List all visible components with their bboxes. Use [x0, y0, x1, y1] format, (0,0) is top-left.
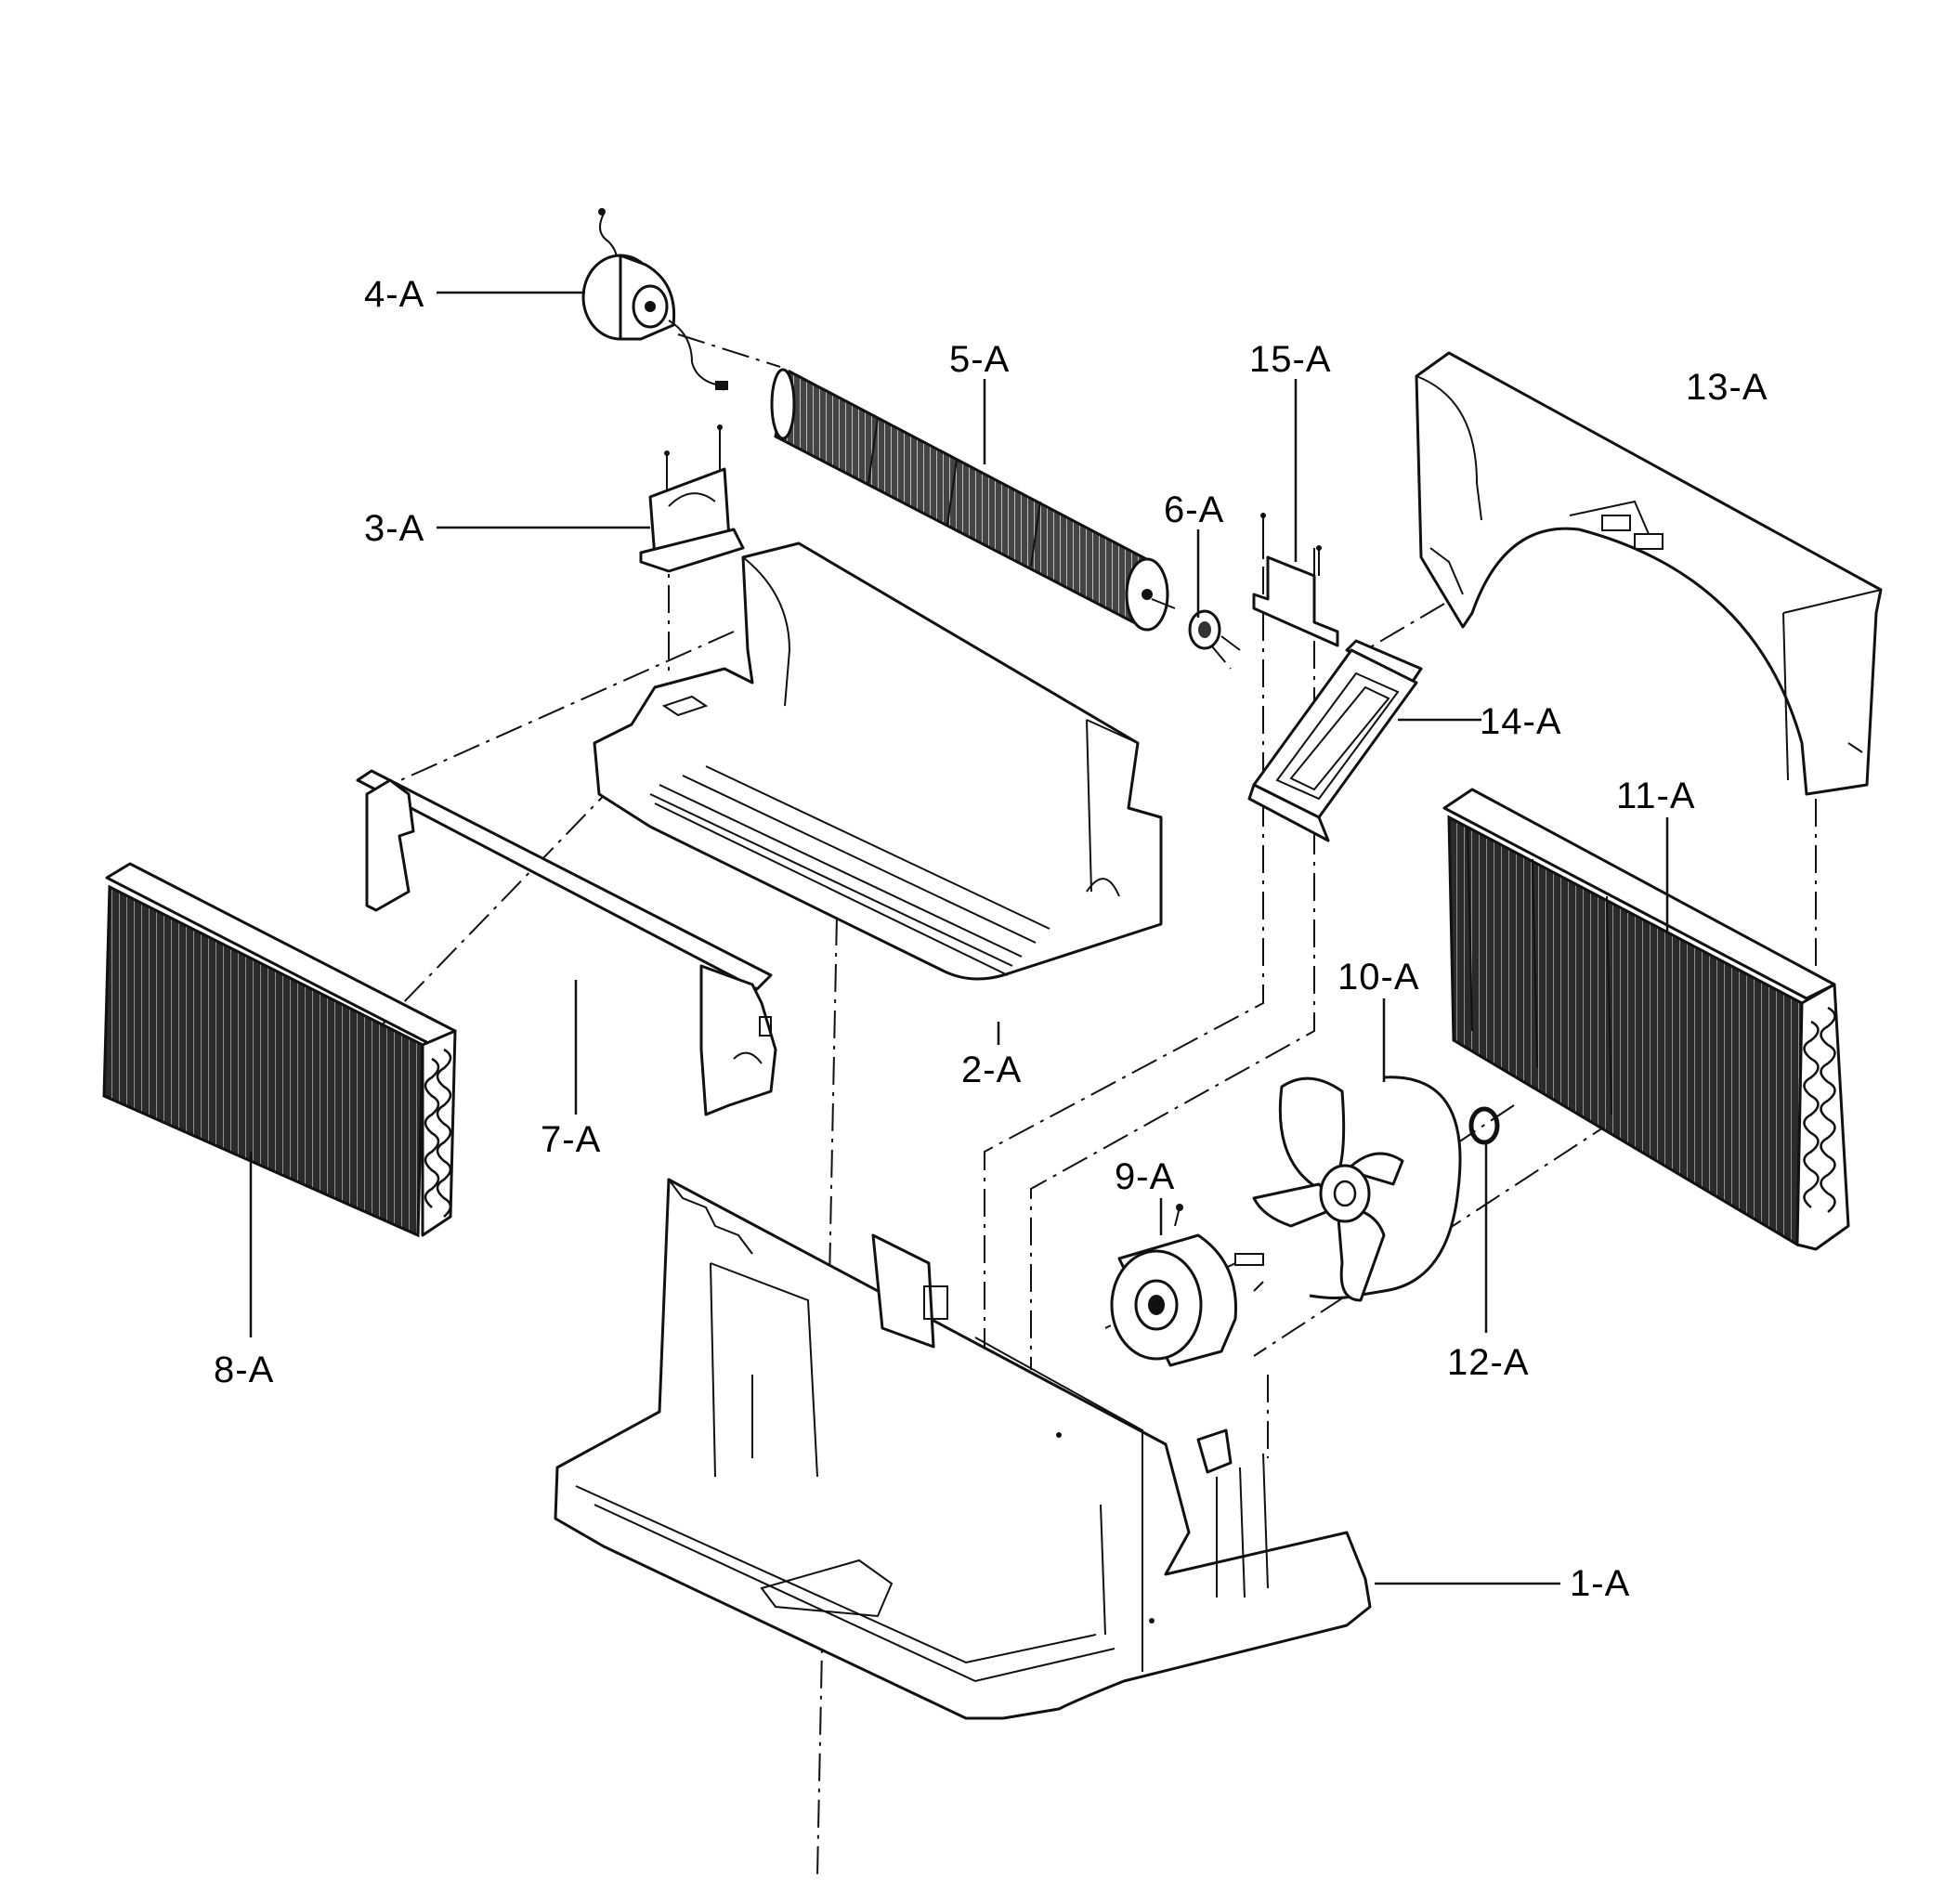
label-7-a: 7-A	[541, 1119, 601, 1160]
part-labels: 4-A 5-A 15-A 13-A 3-A 6-A 14-A 11-A 10-A…	[214, 274, 1768, 1604]
label-12-a: 12-A	[1447, 1342, 1530, 1383]
label-5-a: 5-A	[949, 339, 1010, 380]
label-15-a: 15-A	[1249, 339, 1332, 380]
clip-part	[1468, 1106, 1500, 1145]
label-10-a: 10-A	[1337, 957, 1420, 998]
leader-lines	[249, 291, 1669, 1585]
label-13-a: 13-A	[1686, 367, 1768, 408]
label-8-a: 8-A	[214, 1350, 274, 1390]
label-9-a: 9-A	[1115, 1156, 1175, 1197]
bearing-part	[1188, 609, 1241, 651]
label-1-a: 1-A	[1570, 1563, 1630, 1604]
condenser-coil-part	[1442, 788, 1850, 1251]
evaporator-coil-part	[102, 862, 457, 1238]
label-2-a: 2-A	[961, 1050, 1022, 1090]
small-bracket-part	[1252, 513, 1339, 647]
label-6-a: 6-A	[1164, 489, 1224, 530]
label-14-a: 14-A	[1480, 701, 1562, 742]
base-pan-part	[554, 1178, 1372, 1720]
fan-motor-part	[581, 208, 728, 391]
blower-wheel-part	[770, 368, 1176, 632]
bracket-part	[1247, 639, 1423, 842]
fan-blade-part	[1252, 1076, 1462, 1302]
label-3-a: 3-A	[364, 508, 424, 549]
condenser-motor-part	[1110, 1204, 1264, 1367]
motor-mount-part	[639, 424, 745, 573]
evaporator-housing-part	[593, 541, 1163, 981]
support-bracket-part	[356, 769, 777, 1116]
label-4-a: 4-A	[364, 274, 424, 315]
top-cover-part	[1415, 351, 1883, 796]
label-11-a: 11-A	[1616, 776, 1696, 816]
